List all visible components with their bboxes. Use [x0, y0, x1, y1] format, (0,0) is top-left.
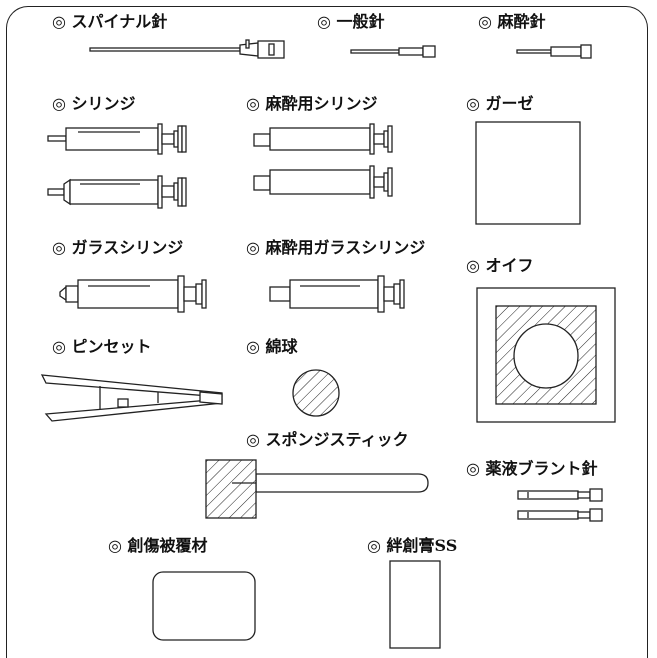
- marker-icon: ◎: [246, 94, 260, 113]
- gauze-icon: [475, 121, 581, 225]
- marker-icon: ◎: [466, 256, 480, 275]
- label-spinal-needle: ◎ スパイナル針: [52, 14, 167, 30]
- oif-drape-icon: [476, 287, 616, 423]
- anesthesia-glass-syringe-icon: [269, 275, 405, 313]
- label-syringe: ◎ シリンジ: [52, 96, 136, 112]
- tweezers-icon: [40, 374, 223, 422]
- blunt-needle-icon-1: [517, 488, 603, 502]
- label-text: 麻酔用シリンジ: [265, 94, 378, 113]
- label-adhesive-plaster: ◎ 絆創膏SS: [367, 538, 457, 554]
- label-text: オイフ: [485, 256, 534, 275]
- anesthesia-syringe-icon-2: [253, 165, 393, 199]
- label-anesthesia-syringe: ◎ 麻酔用シリンジ: [246, 96, 378, 112]
- label-tweezers: ◎ ピンセット: [52, 339, 152, 355]
- label-cotton-ball: ◎ 綿球: [246, 339, 298, 355]
- label-text: ガラスシリンジ: [71, 238, 184, 257]
- marker-icon: ◎: [466, 94, 480, 113]
- sponge-stick-icon: [205, 459, 429, 519]
- marker-icon: ◎: [466, 459, 480, 478]
- general-needle-icon: [350, 45, 436, 58]
- label-wound-dressing: ◎ 創傷被覆材: [108, 538, 208, 554]
- label-text: ガーゼ: [485, 94, 534, 113]
- label-text: 綿球: [265, 337, 298, 356]
- marker-icon: ◎: [108, 536, 122, 555]
- anesthesia-syringe-icon-1: [253, 123, 393, 155]
- label-text: 薬液ブラント針: [485, 459, 598, 478]
- blunt-needle-icon-2: [517, 508, 603, 522]
- marker-icon: ◎: [52, 238, 66, 257]
- label-general-needle: ◎ 一般針: [317, 14, 385, 30]
- label-text: 麻酔用ガラスシリンジ: [265, 238, 426, 257]
- marker-icon: ◎: [246, 337, 260, 356]
- marker-icon: ◎: [246, 238, 260, 257]
- label-anesthesia-needle: ◎ 麻酔針: [478, 14, 546, 30]
- label-text: スパイナル針: [71, 12, 168, 31]
- label-blunt-needle: ◎ 薬液ブラント針: [466, 461, 598, 477]
- label-text: 一般針: [336, 12, 385, 31]
- label-text: ピンセット: [71, 337, 152, 356]
- marker-icon: ◎: [52, 337, 66, 356]
- label-gauze: ◎ ガーゼ: [466, 96, 534, 112]
- marker-icon: ◎: [367, 536, 381, 555]
- label-text: 創傷被覆材: [127, 536, 208, 555]
- panel-frame: [6, 6, 648, 658]
- label-anesthesia-glass-syringe: ◎ 麻酔用ガラスシリンジ: [246, 240, 425, 256]
- marker-icon: ◎: [246, 430, 260, 449]
- adhesive-plaster-icon: [389, 560, 441, 649]
- syringe-icon-1: [47, 123, 187, 155]
- marker-icon: ◎: [317, 12, 331, 31]
- syringe-icon-2: [47, 175, 187, 209]
- marker-icon: ◎: [52, 94, 66, 113]
- marker-icon: ◎: [52, 12, 66, 31]
- label-glass-syringe: ◎ ガラスシリンジ: [52, 240, 183, 256]
- label-sponge-stick: ◎ スポンジスティック: [246, 432, 409, 448]
- cotton-ball-icon: [292, 369, 340, 417]
- marker-icon: ◎: [478, 12, 492, 31]
- anesthesia-needle-icon: [516, 44, 592, 59]
- label-text: シリンジ: [71, 94, 136, 113]
- wound-dressing-icon: [152, 571, 256, 641]
- label-text: 絆創膏SS: [386, 536, 458, 555]
- glass-syringe-icon: [59, 275, 207, 313]
- label-text: 麻酔針: [497, 12, 546, 31]
- spinal-needle-icon: [89, 39, 285, 59]
- label-oif: ◎ オイフ: [466, 258, 534, 274]
- label-text: スポンジスティック: [265, 430, 409, 449]
